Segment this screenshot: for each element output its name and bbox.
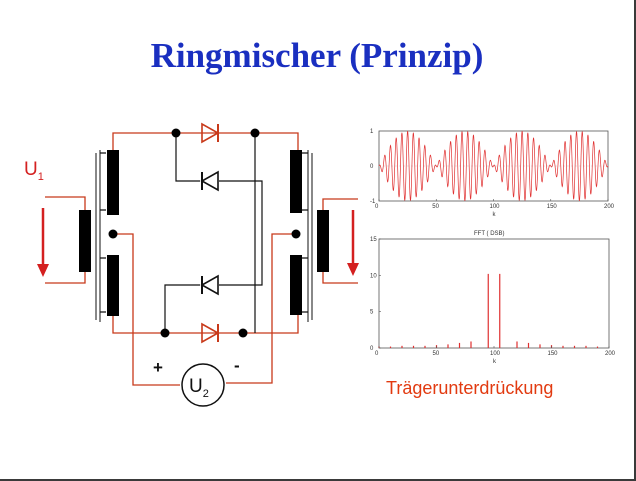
cross-wire-c — [164, 284, 200, 333]
plot1-xlabel: k — [493, 212, 497, 218]
plot2-xlabel: k — [493, 359, 497, 365]
plot2-ytick-label: 15 — [370, 237, 377, 243]
carrier-source: U2 — [181, 363, 225, 407]
input-voltage-label: U1 — [24, 159, 44, 183]
plot1-ytick-label: 0 — [370, 164, 374, 170]
center-tap-left-wire — [113, 233, 180, 386]
fft-plot-title: FFT ( DSB) — [474, 231, 505, 237]
fft-plot: FFT ( DSB) 0 50 100 150 200 0 5 10 15 k — [370, 231, 616, 365]
plot1-xtick-label: 150 — [547, 204, 558, 210]
plot2-ytick-label: 10 — [370, 273, 377, 279]
junction-dots — [108, 128, 301, 338]
carrier-suppression-caption: Trägerunterdrückung — [386, 378, 554, 398]
input-voltage-arrow — [37, 208, 49, 277]
plot2-xtick-label: 50 — [433, 351, 440, 357]
plot1-xtick-label: 50 — [432, 204, 439, 210]
cross-wire-a — [175, 133, 200, 182]
minus-sign: - — [234, 356, 240, 375]
circuit-wires — [45, 132, 358, 386]
cross-wire-b — [219, 180, 263, 286]
output-wire-top — [322, 198, 358, 210]
plot2-xtick-label: 0 — [375, 351, 379, 357]
plot2-xtick-label: 100 — [490, 351, 501, 357]
diode-bottom — [201, 322, 220, 344]
input-wire-bottom — [45, 272, 86, 284]
plot2-xtick-label: 200 — [605, 351, 616, 357]
input-transformer — [79, 150, 119, 322]
diode-cross-upper — [200, 170, 219, 192]
plot1-ytick-label: 1 — [370, 129, 374, 135]
output-wire-bottom — [322, 271, 358, 284]
plot2-ytick-label: 0 — [370, 346, 374, 352]
plus-sign: + — [153, 358, 163, 377]
center-tap-right-wire — [226, 233, 296, 384]
plot1-xtick-label: 0 — [375, 204, 379, 210]
output-transformer — [290, 150, 329, 322]
diode-cross-lower — [200, 274, 219, 296]
plot1-xtick-label: 100 — [490, 204, 501, 210]
source-label: U — [189, 376, 203, 397]
plot1-ytick-label: -1 — [370, 199, 376, 205]
plot1-xtick-label: 200 — [604, 204, 615, 210]
svg-text:U2: U2 — [189, 376, 209, 400]
plot2-xtick-label: 150 — [548, 351, 559, 357]
diode-top — [201, 122, 220, 144]
slide-title: Ringmischer (Prinzip) — [150, 36, 484, 75]
input-wire-top — [45, 196, 86, 210]
ring-wire-top — [112, 132, 299, 150]
dsb-waveform — [378, 130, 609, 202]
ring-wire-bottom — [112, 313, 299, 334]
plot2-ytick-label: 5 — [370, 310, 374, 316]
bridge-wiring — [100, 133, 308, 333]
output-voltage-arrow — [347, 210, 359, 276]
